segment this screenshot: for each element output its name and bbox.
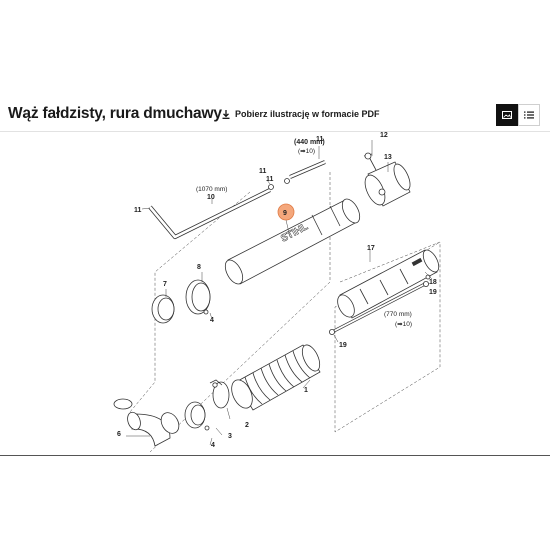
callout-4[interactable]: 4 [211, 442, 215, 449]
download-icon [222, 109, 230, 119]
length-770: (770 mm) [384, 311, 412, 318]
page-header: Wąż fałdzisty, rura dmuchawy Pobierz ilu… [0, 100, 550, 130]
callout-19[interactable]: 19 [429, 289, 437, 296]
callout-1[interactable]: 1 [304, 387, 308, 394]
image-icon [502, 111, 512, 119]
callout-10[interactable]: 10 [207, 194, 215, 201]
image-view-button[interactable] [496, 104, 518, 126]
part-1-corrugated-hose [231, 344, 321, 411]
part-2-clamp [209, 379, 230, 409]
parts-diagram-svg: STIHL [113, 132, 441, 453]
list-icon [524, 111, 534, 119]
callout-11[interactable]: 11 [134, 207, 142, 214]
callout-19[interactable]: 19 [339, 342, 347, 349]
callout-12[interactable]: 12 [380, 132, 388, 139]
bottom-divider [0, 455, 550, 456]
callout-3[interactable]: 3 [228, 433, 232, 440]
ref-10: (➡10) [298, 148, 315, 155]
part-6-elbow [113, 398, 180, 447]
part-11-short-tube [289, 160, 326, 179]
part-19-rod [328, 274, 431, 335]
ref-10: (➡10) [395, 321, 412, 328]
list-view-button[interactable] [518, 104, 540, 126]
download-pdf-label: Pobierz ilustrację w formacie PDF [235, 109, 380, 119]
callout-7[interactable]: 7 [163, 281, 167, 288]
callout-4[interactable]: 4 [210, 317, 214, 324]
part-3-clamp [184, 401, 210, 431]
part-7-ring [151, 294, 175, 324]
view-toggle [496, 104, 540, 126]
callout-6[interactable]: 6 [117, 431, 121, 438]
callout-leaders [126, 140, 433, 446]
callout-8[interactable]: 8 [197, 264, 201, 271]
callout-18[interactable]: 18 [429, 279, 437, 286]
length-1070: (1070 mm) [196, 186, 227, 193]
callout-9[interactable]: 9 [283, 210, 287, 217]
parts-diagram: STIHL [0, 131, 550, 456]
callout-17[interactable]: 17 [367, 245, 375, 252]
callout-11: (440 mm) [294, 139, 325, 146]
part-10-long-tube [148, 178, 290, 240]
callout-2[interactable]: 2 [245, 422, 249, 429]
part-13-nozzle-end [364, 161, 411, 207]
download-pdf-link[interactable]: Pobierz ilustrację w formacie PDF [222, 109, 380, 119]
part-12-screw [363, 152, 377, 171]
part-17-extension-pipe [337, 249, 440, 319]
part-8-clamp [185, 279, 211, 315]
callout-11[interactable]: 11 [259, 168, 267, 175]
callout-13[interactable]: 13 [384, 154, 392, 161]
callout-11[interactable]: 11 [266, 176, 274, 183]
callout-11[interactable]: 11 [316, 136, 324, 143]
page-title: Wąż fałdzisty, rura dmuchawy [8, 105, 222, 122]
